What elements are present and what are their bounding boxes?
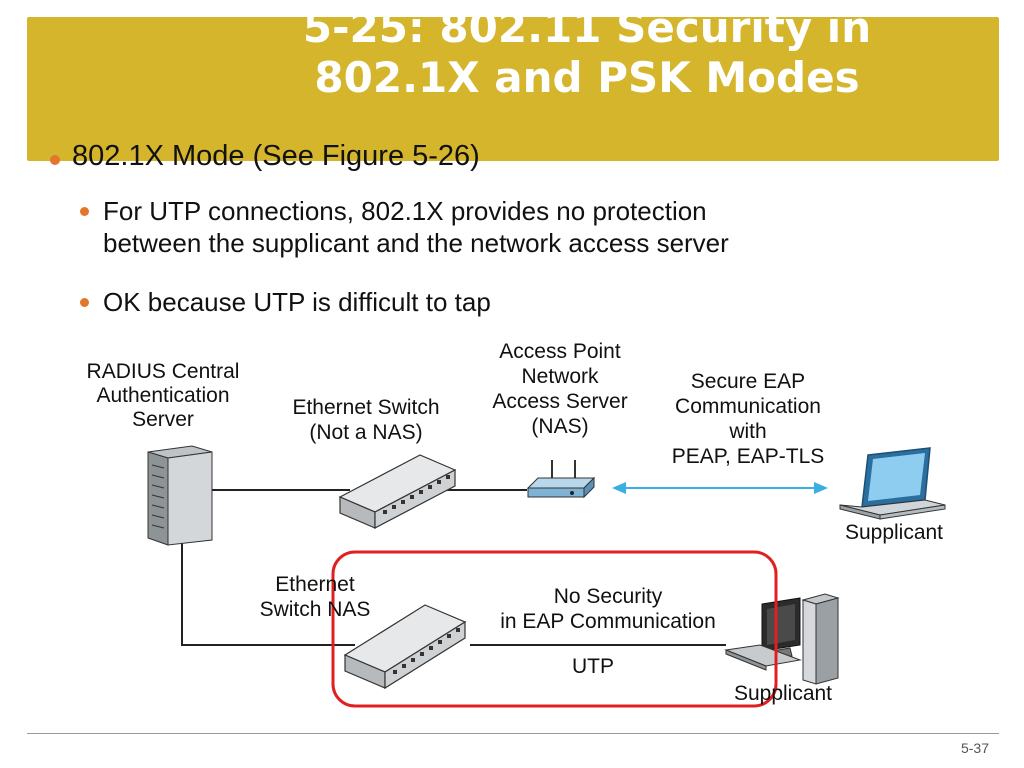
bullet-sub1: For UTP connections, 802.1X provides no … (80, 195, 729, 259)
bullet-sub2-text: OK because UTP is difficult to tap (103, 287, 491, 317)
bullet-main: 802.1X Mode (See Figure 5-26) (50, 140, 480, 173)
desktop-pc-icon (724, 593, 840, 685)
bullet-sub2: OK because UTP is difficult to tap (80, 286, 491, 318)
radius-label-line3: Server (132, 408, 194, 431)
link-server-nas (181, 540, 355, 646)
bullet-dot-icon (50, 155, 60, 165)
no-security-label-line1: No Security (554, 585, 663, 608)
secure-label-line3: with (728, 420, 766, 443)
secure-label-line2: Communication (675, 395, 821, 418)
ap-label-line2: Network (521, 365, 599, 388)
bullet-sub1-line2: between the supplicant and the network a… (103, 228, 729, 258)
bullet-dot-icon (80, 298, 89, 307)
eth-nas-label-line1: Ethernet (275, 573, 355, 596)
no-security-label-line2: in EAP Communication (500, 610, 716, 633)
ap-label-line1: Access Point (499, 340, 621, 363)
slide-title: 5-25: 802.11 Security in 802.1X and PSK … (187, 17, 987, 103)
radius-label-line2: Authentication (96, 384, 229, 407)
supplicant-top-label: Supplicant (845, 521, 943, 544)
eth-nas-label-line2: Switch NAS (260, 598, 371, 621)
title-bar: 5-25: 802.11 Security in 802.1X and PSK … (27, 17, 999, 161)
bullet-dot-icon (80, 207, 89, 216)
page-number: 5-37 (960, 740, 989, 756)
slide-title-line1: 5-25: 802.11 Security in (302, 17, 872, 52)
laptop-icon (839, 447, 946, 520)
ethernet-switch-icon (338, 454, 457, 529)
slide-title-line2: 802.1X and PSK Modes (314, 53, 860, 102)
eth-switch-label-line1: Ethernet Switch (292, 396, 439, 419)
access-point-icon (526, 460, 596, 499)
ap-label-line4: (NAS) (531, 415, 588, 438)
utp-label: UTP (572, 655, 614, 678)
bullet-main-text: 802.1X Mode (See Figure 5-26) (72, 140, 480, 172)
eth-switch-label-line2: (Not a NAS) (309, 421, 422, 444)
secure-label-line1: Secure EAP (691, 370, 805, 393)
bullet-sub1-line1: For UTP connections, 802.1X provides no … (103, 196, 707, 226)
ethernet-switch-nas-icon (343, 604, 467, 690)
radius-label-line1: RADIUS Central (87, 360, 240, 383)
secure-label-line4: PEAP, EAP-TLS (672, 445, 825, 468)
supplicant-bottom-label: Supplicant (734, 682, 832, 705)
footer-divider (27, 733, 999, 734)
ap-label-line3: Access Server (492, 390, 627, 413)
server-tower-icon (147, 445, 213, 546)
wireless-arrow-icon (612, 482, 828, 494)
no-security-highlight-box (331, 550, 778, 708)
